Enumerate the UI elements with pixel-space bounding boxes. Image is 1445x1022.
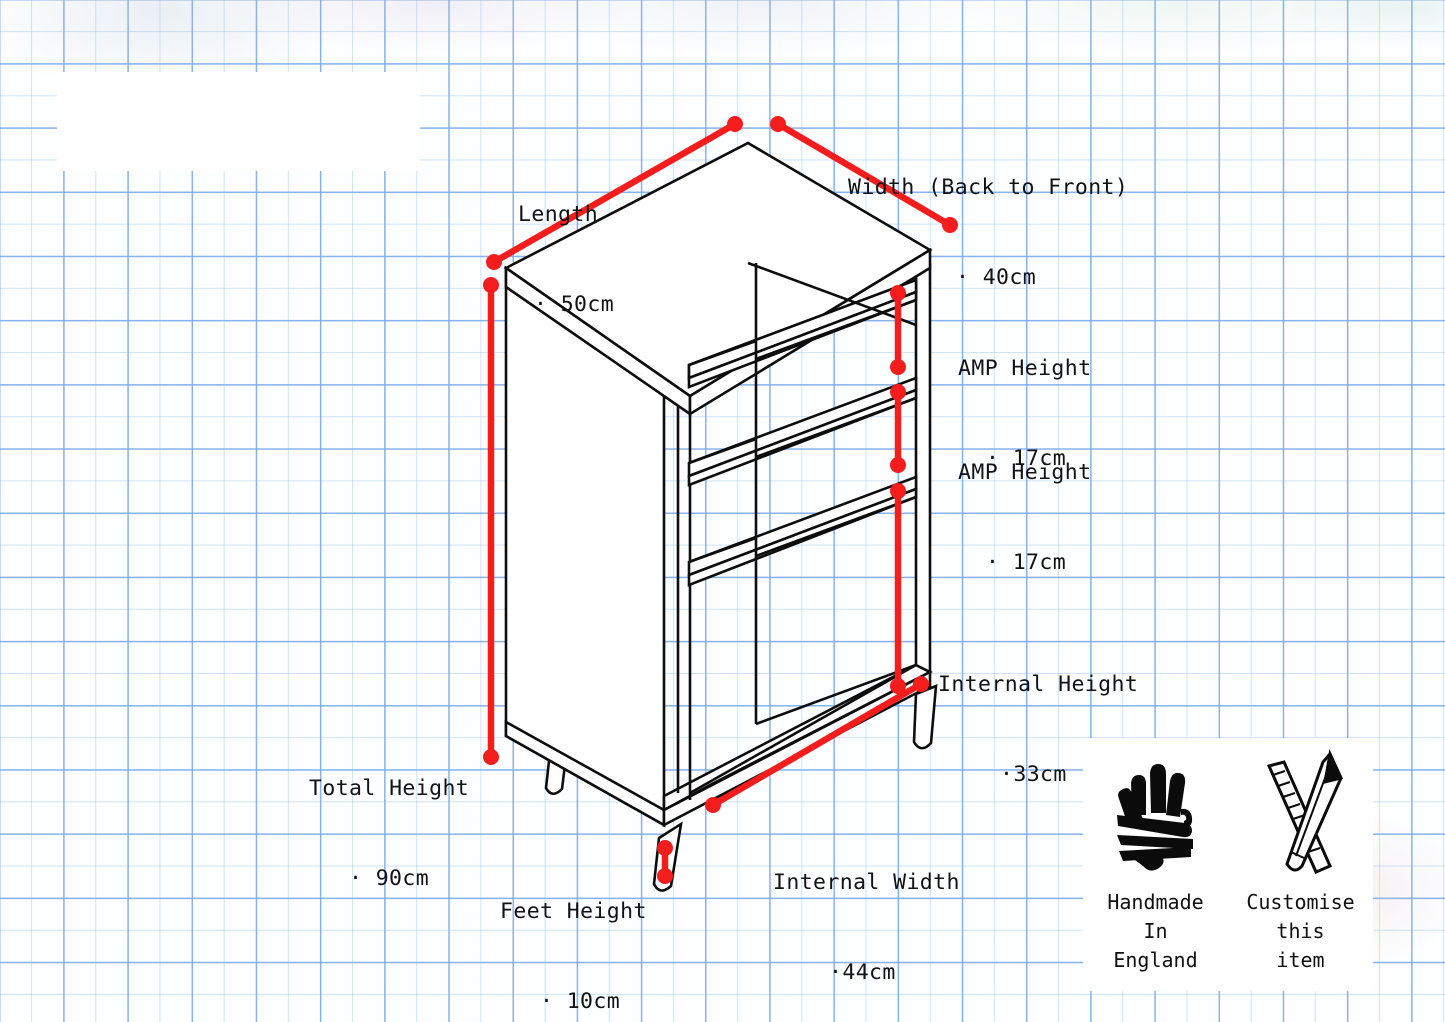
dimension-line-amp-height-upper	[890, 285, 906, 375]
shelf-middle-depth	[688, 437, 757, 465]
badge-handmade: Handmade In England	[1083, 738, 1228, 991]
interior-back-edge-upper	[747, 261, 917, 327]
dimension-line-length	[486, 116, 743, 270]
dimension-line-internal-width	[705, 676, 929, 813]
dimension-line-internal-height	[890, 483, 906, 694]
hand-saw-icon-svg	[1116, 764, 1193, 871]
cabinet-body	[503, 141, 938, 892]
dimension-line-width	[770, 116, 958, 233]
ruler-pencil-icon-svg	[1266, 749, 1343, 874]
badge-customise-text: Customise this item	[1246, 890, 1355, 972]
dimension-line-total-height	[483, 277, 499, 765]
dimension-line-feet-height	[657, 840, 673, 884]
badge-handmade-text: Handmade In England	[1107, 890, 1204, 972]
base-panel-front-edge	[662, 669, 932, 828]
badges-card: Handmade In England	[1083, 738, 1373, 991]
shelf-lower-underside	[687, 487, 918, 587]
interior-back-edge-shelf2	[755, 396, 917, 459]
interior-back-edge-shelf3	[755, 495, 917, 558]
base-inner-front-edge	[689, 663, 917, 795]
interior-back-edge-base	[755, 663, 917, 726]
ruler-pencil-icon	[1246, 738, 1356, 888]
shelf-middle-underside	[687, 388, 918, 487]
right-front-post	[914, 256, 932, 675]
dimension-lines	[483, 116, 958, 884]
shelf-lower-front	[687, 475, 918, 577]
hand-saw-icon	[1101, 738, 1211, 888]
blank-label-patch	[57, 72, 420, 171]
badge-customise: Customise this item	[1228, 738, 1373, 991]
shelf-lower-depth	[688, 536, 757, 564]
interior-back-edge-shelf1	[755, 298, 917, 361]
dimension-line-amp-height-lower	[890, 384, 906, 473]
shelf-upper-depth	[688, 339, 757, 367]
